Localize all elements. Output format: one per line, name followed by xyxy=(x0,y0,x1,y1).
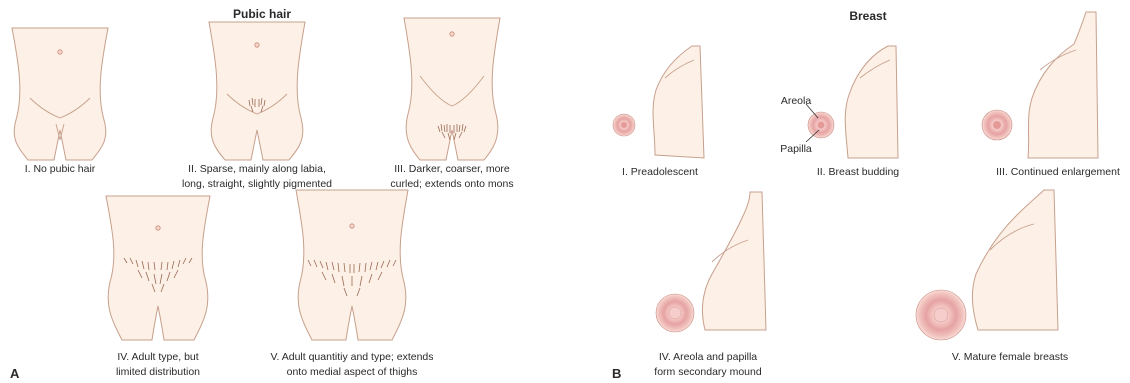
panel-b-letter: B xyxy=(612,366,621,381)
papilla-label: Papilla xyxy=(780,143,812,155)
pubic-stage-5-illustration xyxy=(296,190,408,340)
pubic-stage-1-caption: I. No pubic hair xyxy=(25,163,96,175)
breast-stage-4-illustration xyxy=(656,192,766,332)
pubic-stage-4-caption-line2: limited distribution xyxy=(116,366,200,378)
breast-stage-1-caption: I. Preadolescent xyxy=(622,166,698,178)
breast-stage-4-caption-line1: IV. Areola and papilla xyxy=(659,351,757,363)
pubic-stage-3-illustration xyxy=(404,18,500,160)
breast-stage-5-caption: V. Mature female breasts xyxy=(952,351,1068,363)
panel-a-title: Pubic hair xyxy=(233,7,291,21)
papilla-icon xyxy=(934,308,948,322)
navel-icon xyxy=(156,226,160,230)
pubic-stage-4-illustration xyxy=(106,196,210,340)
papilla-icon xyxy=(993,121,1001,129)
pubic-stage-2-caption-line1: II. Sparse, mainly along labia, xyxy=(188,163,326,175)
papilla-icon xyxy=(818,122,825,129)
navel-icon xyxy=(450,32,454,36)
panel-a: Pubic hair A xyxy=(10,7,514,381)
navel-icon xyxy=(255,43,259,47)
breast-stage-3-illustration xyxy=(982,12,1098,158)
breast-stage-1-illustration xyxy=(613,46,704,158)
pubic-stage-2-caption-line2: long, straight, slightly pigmented xyxy=(182,178,332,190)
breast-stage-5-illustration xyxy=(916,190,1058,340)
pubic-stage-3-caption-line1: III. Darker, coarser, more xyxy=(394,163,510,175)
breast-stage-2-caption: II. Breast budding xyxy=(817,166,899,178)
breast-stage-4-caption-line2: form secondary mound xyxy=(654,366,762,378)
areola-label: Areola xyxy=(781,95,812,107)
panel-a-letter: A xyxy=(10,366,20,381)
pubic-stage-5-caption-line2: onto medial aspect of thighs xyxy=(287,366,418,378)
pubic-stage-1-illustration xyxy=(12,28,108,160)
navel-icon xyxy=(350,224,354,228)
panel-b-title: Breast xyxy=(849,9,886,23)
pubic-stage-4-caption-line1: IV. Adult type, but xyxy=(117,351,198,363)
panel-b: Breast B Areola Papilla xyxy=(612,9,1120,381)
pubic-stage-3-caption-line2: curled; extends onto mons xyxy=(390,178,513,190)
navel-icon xyxy=(58,50,62,54)
breast-stage-2-illustration: Areola Papilla xyxy=(780,46,898,158)
papilla-icon xyxy=(669,307,681,319)
papilla-icon xyxy=(621,122,627,128)
breast-stage-3-caption: III. Continued enlargement xyxy=(996,166,1120,178)
pubic-stage-2-illustration xyxy=(209,22,305,160)
pubic-stage-5-caption-line1: V. Adult quantitiy and type; extends xyxy=(270,351,433,363)
